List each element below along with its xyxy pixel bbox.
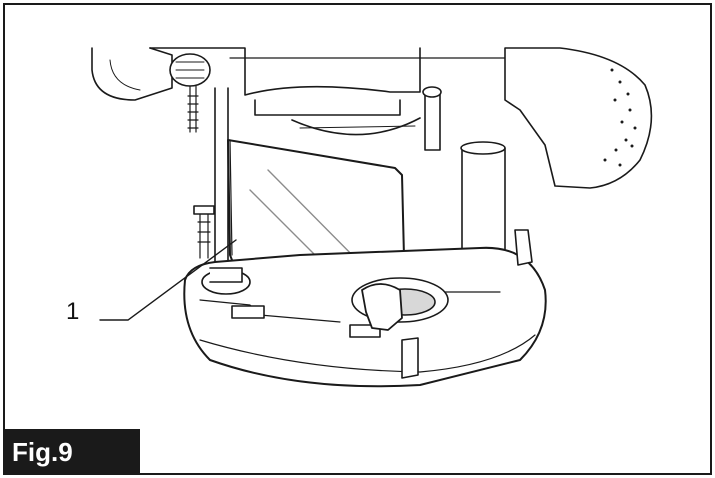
- threaded-rod-left: [197, 211, 211, 259]
- figure-caption: Fig.9: [3, 429, 140, 475]
- callout-leader: [99, 239, 237, 321]
- callout-number-1: 1: [66, 298, 80, 325]
- motor-housing: [149, 47, 421, 96]
- threaded-rod-top: [187, 85, 199, 133]
- right-handle: [504, 47, 653, 189]
- base-slot-left: [231, 305, 265, 319]
- left-guide-post: [214, 87, 229, 271]
- left-handle: [91, 47, 173, 101]
- handle-grip-dots: [603, 68, 637, 167]
- router-base: [183, 246, 547, 388]
- wing-screw: [361, 283, 403, 331]
